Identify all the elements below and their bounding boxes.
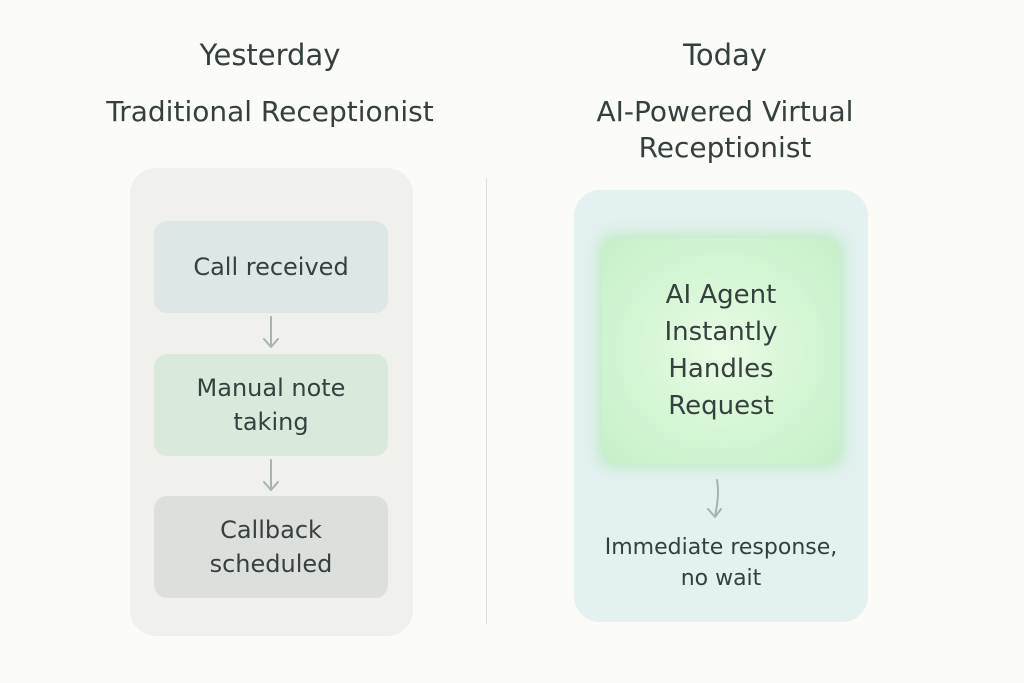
step-call-received-label: Call received — [193, 253, 349, 281]
outcome-text: Immediate response, no wait — [604, 535, 838, 591]
step-call-received: Call received — [154, 221, 388, 313]
left-subtitle: Traditional Receptionist — [106, 95, 434, 128]
step-callback-scheduled: Callback scheduled — [154, 496, 388, 598]
arrow-down-icon — [263, 316, 279, 348]
arrow-down-icon — [707, 479, 722, 518]
ai-agent-label: AI Agent Instantly Handles Request — [664, 280, 778, 421]
center-divider — [486, 178, 487, 624]
arrow-down-icon — [263, 459, 279, 491]
right-era-title: Today — [683, 38, 767, 72]
right-subtitle: AI-Powered Virtual Receptionist — [596, 95, 854, 164]
ai-agent-box: AI Agent Instantly Handles Request — [602, 238, 840, 464]
step-manual-note-taking-label: Manual note taking — [196, 374, 346, 436]
left-era-title: Yesterday — [199, 38, 341, 72]
step-callback-scheduled-label: Callback scheduled — [209, 516, 333, 578]
step-manual-note-taking: Manual note taking — [154, 354, 388, 456]
